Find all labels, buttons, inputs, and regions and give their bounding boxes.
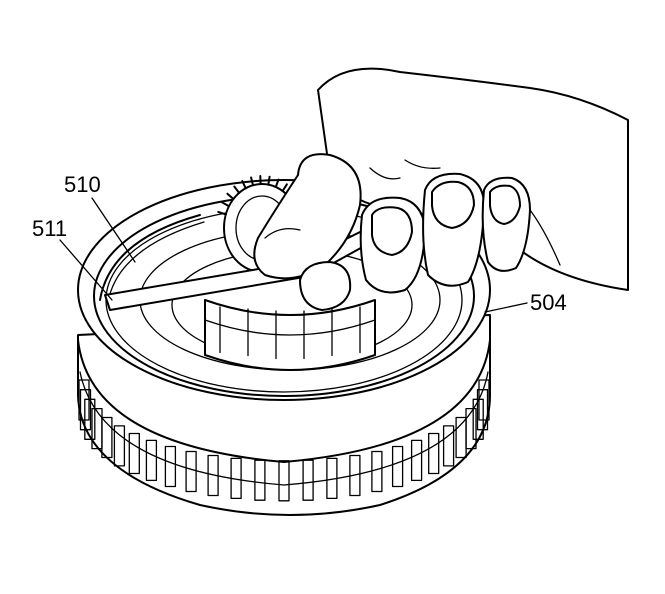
gear-tooth [217, 210, 227, 216]
gear-tooth [221, 201, 230, 208]
spline-tooth [442, 425, 455, 467]
spline-tooth [371, 450, 383, 493]
callout-510: 510 [64, 172, 101, 197]
spline-tooth [145, 439, 158, 482]
gear-tooth [226, 192, 235, 200]
spline-tooth [79, 389, 92, 431]
snap-ring [99, 214, 205, 303]
callout-504: 504 [530, 290, 567, 315]
spline-tooth [207, 454, 219, 497]
gear-tooth [274, 178, 280, 188]
hand [253, 67, 629, 311]
gear-tooth [250, 176, 254, 187]
spline-tooth [254, 459, 266, 501]
spline-tooth [113, 425, 126, 467]
spline-tooth [101, 416, 113, 459]
hub-notches [219, 306, 361, 360]
spline-tooth [164, 445, 177, 488]
callout-511: 511 [32, 216, 68, 241]
spline-tooth [410, 439, 423, 482]
spline-tooth [428, 432, 440, 475]
spline-tooth [476, 389, 489, 431]
spline-tooth [302, 459, 314, 501]
spline-tooth [185, 450, 197, 493]
spline-tooth [349, 454, 361, 497]
spline-tooth [326, 457, 338, 500]
spline-tooth [472, 398, 484, 440]
gear-tooth [241, 180, 247, 190]
spline-tooth [391, 445, 404, 488]
spline-tooth [84, 398, 96, 440]
spline-tooth [465, 407, 477, 450]
spline-tooth [478, 379, 490, 421]
spline-tooth [230, 457, 242, 500]
gear-tooth [233, 185, 241, 194]
housing-splines [78, 379, 490, 502]
spline-tooth [128, 432, 140, 475]
spline-tooth [78, 379, 90, 421]
leader-lines [59, 197, 528, 313]
gear-tooth [281, 183, 288, 192]
gear-tooth [267, 175, 271, 186]
spline-tooth [278, 460, 290, 502]
